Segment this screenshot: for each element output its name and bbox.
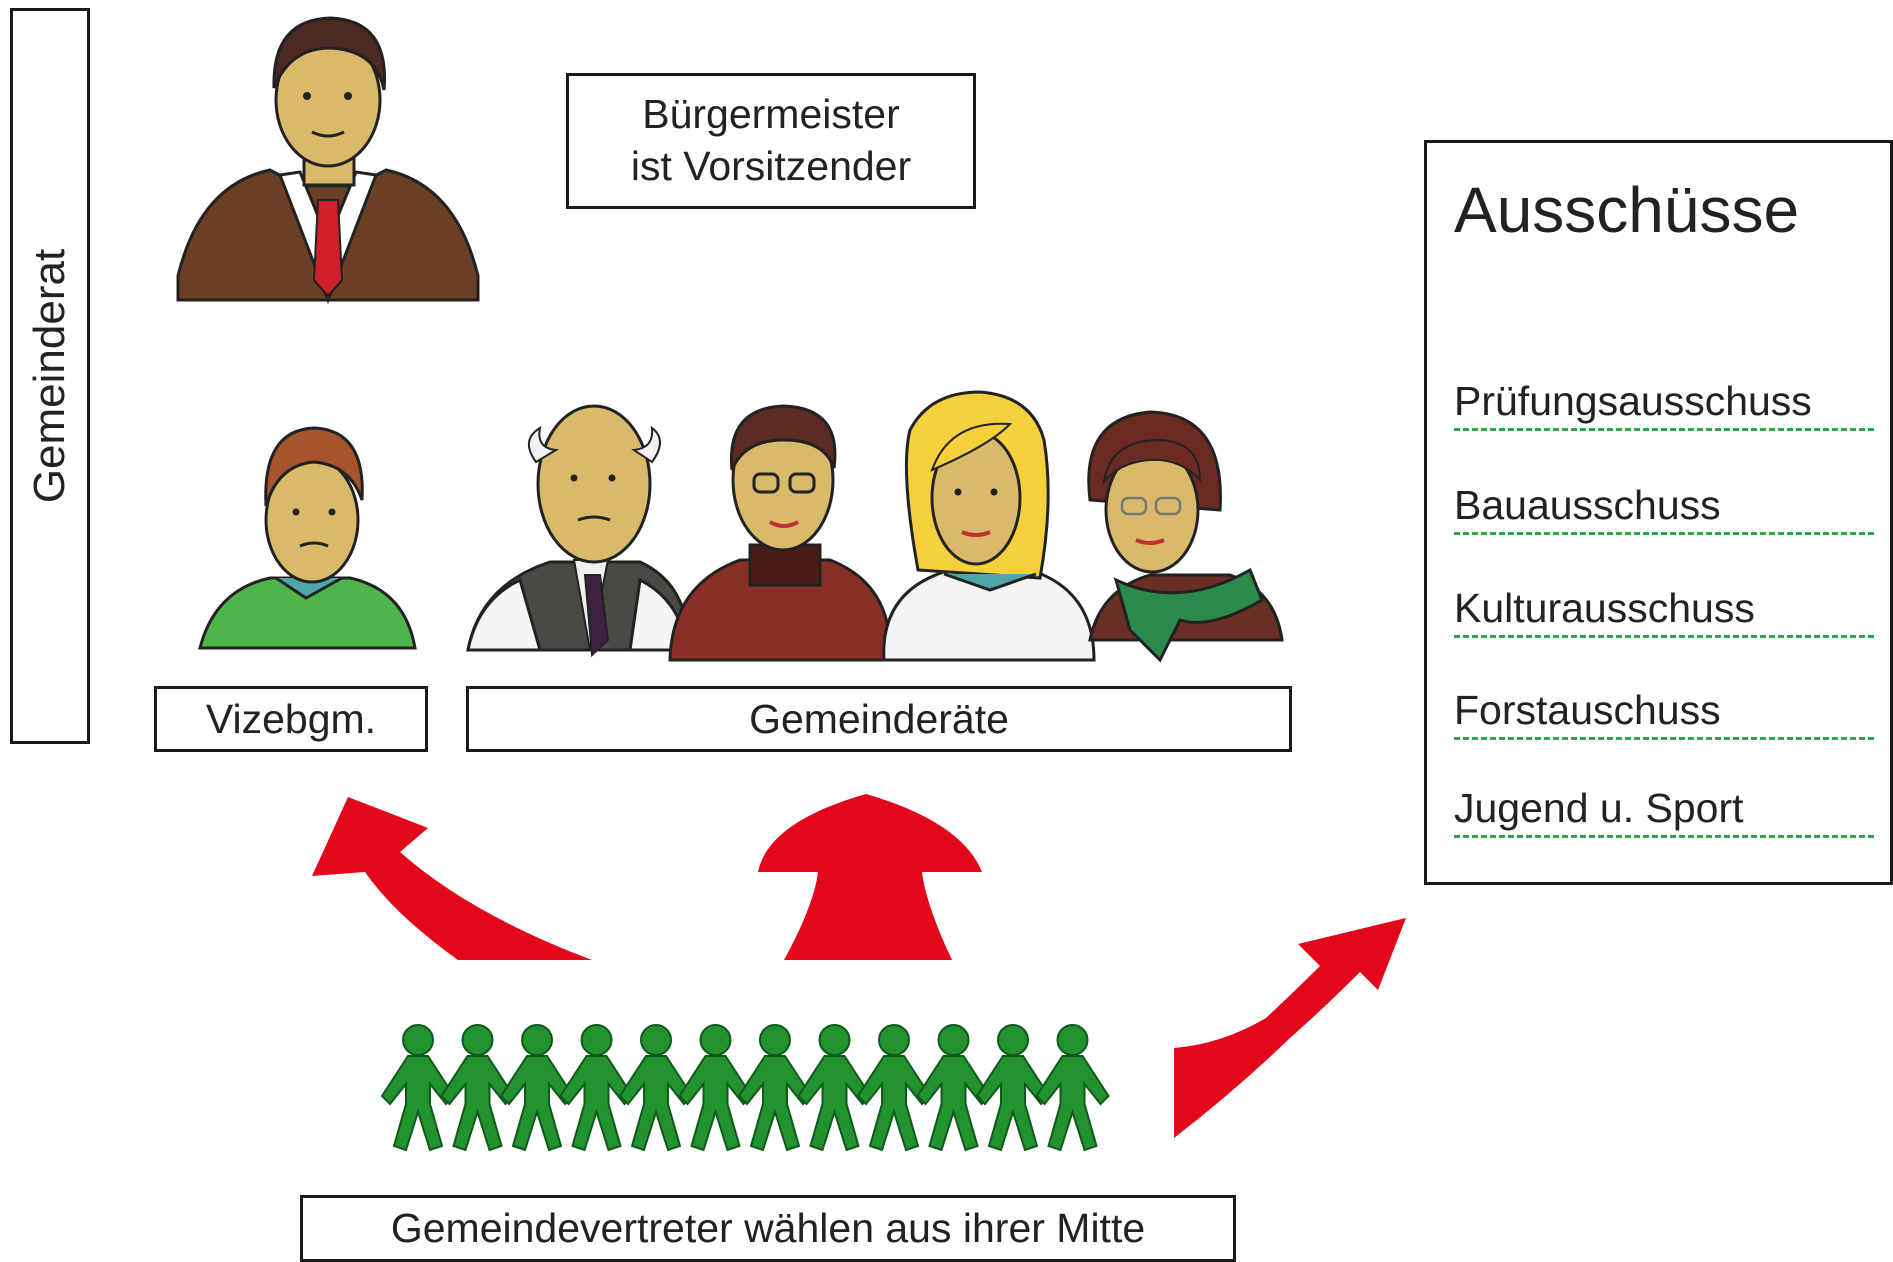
gemeinderat-label-box: Gemeinderat: [10, 8, 90, 744]
voter-figure: [499, 1024, 575, 1152]
gemeinderat-label: Gemeinderat: [25, 248, 75, 504]
councillor-portrait-1: [466, 404, 690, 658]
voter-figure: [975, 1024, 1051, 1152]
mayor-portrait: [176, 16, 480, 305]
gemeinderaete-label: Gemeinderäte: [749, 695, 1009, 742]
committee-item: Bauausschuss: [1454, 482, 1874, 536]
ausschuesse-title: Ausschüsse: [1454, 174, 1800, 246]
buergermeister-line-1: Bürgermeister: [642, 91, 900, 138]
vizebgm-label: Vizebgm.: [205, 695, 377, 742]
buergermeister-line-2: ist Vorsitzender: [630, 143, 912, 189]
councillor-portrait-4: [1087, 410, 1284, 663]
election-box: Gemeindevertreter wählen aus ihrer Mitte: [300, 1195, 1236, 1262]
voter-figure: [380, 1024, 456, 1152]
voter-figure: [737, 1024, 813, 1152]
voter-figure: [559, 1024, 634, 1152]
voter-figure: [1035, 1024, 1110, 1152]
committee-item: Prüfungsausschuss: [1454, 378, 1874, 432]
arrow-to-vizebgm: [312, 797, 592, 960]
vizebgm-box: Vizebgm.: [154, 686, 428, 752]
ausschuesse-panel: Ausschüsse Prüfungsausschuss Bauausschus…: [1424, 140, 1893, 885]
vice-mayor-portrait: [198, 426, 417, 650]
councillor-portrait-3: [882, 390, 1096, 662]
gemeinderaete-box: Gemeinderäte: [466, 686, 1292, 752]
voter-figure: [678, 1024, 753, 1152]
councillor-portrait-2: [668, 404, 892, 662]
voter-figure: [856, 1024, 932, 1152]
committee-item: Kulturausschuss: [1454, 585, 1874, 639]
committee-item: Jugend u. Sport: [1454, 785, 1874, 839]
committee-item: Forstauschuss: [1454, 687, 1874, 741]
voter-figure: [618, 1024, 694, 1152]
voter-figure: [440, 1024, 515, 1152]
buergermeister-box: Bürgermeister ist Vorsitzender: [566, 73, 976, 209]
election-label: Gemeindevertreter wählen aus ihrer Mitte: [390, 1205, 1146, 1251]
voter-figure: [916, 1024, 991, 1152]
arrow-to-ausschuesse: [1174, 918, 1406, 1138]
voter-figure: [797, 1024, 872, 1152]
voter-figures: [380, 1024, 1110, 1152]
arrow-to-gemeinderaete: [758, 794, 982, 960]
